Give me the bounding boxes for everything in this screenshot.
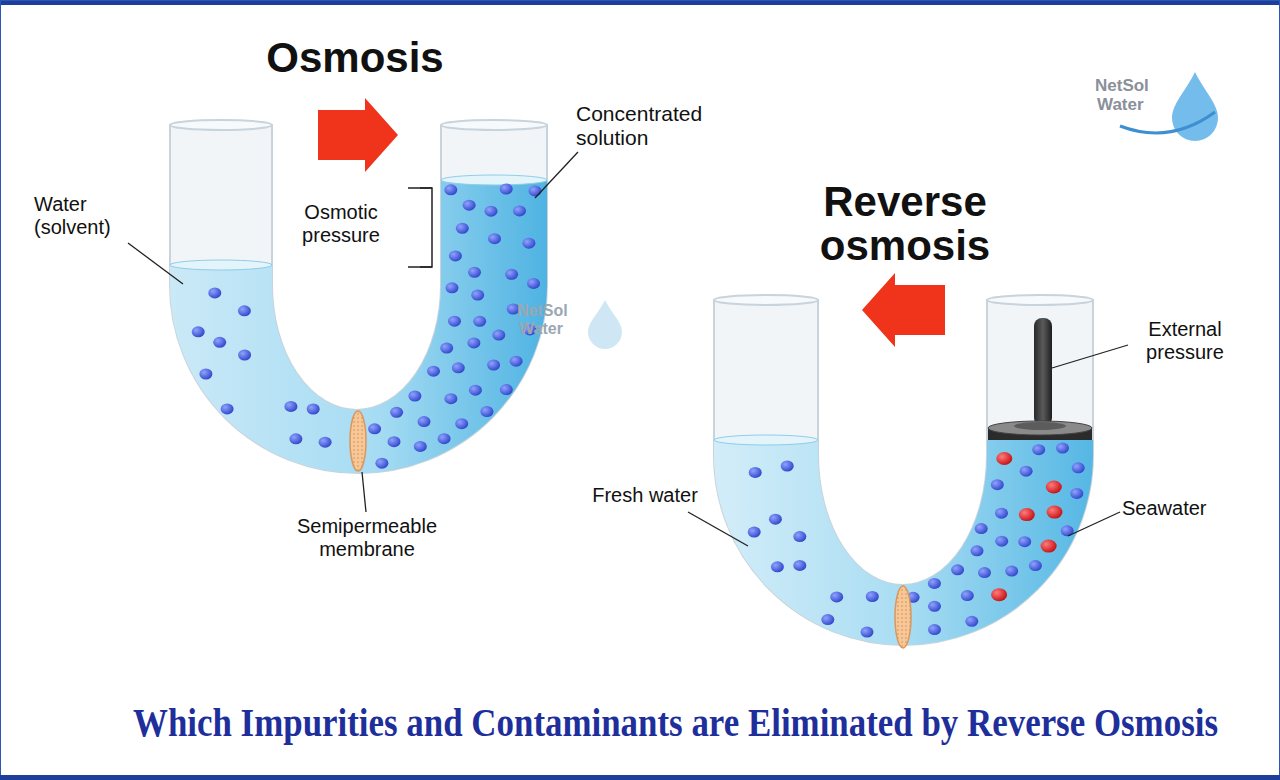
water-particle [961, 590, 974, 601]
water-particle [769, 514, 782, 525]
water-particle [446, 282, 459, 293]
water-particle [469, 385, 482, 396]
water-particle [771, 561, 784, 572]
water-particle [928, 578, 941, 589]
water-particle [388, 436, 401, 447]
water-particle [749, 467, 762, 478]
part-label: External pressure [1110, 318, 1260, 364]
water-particle [480, 406, 493, 417]
water-particle [861, 627, 874, 638]
water-particle [455, 418, 468, 429]
water-particle [793, 531, 806, 542]
part-label: Fresh water [590, 484, 700, 507]
water-particle [965, 616, 978, 627]
water-particle [208, 287, 221, 298]
water-particle [975, 523, 988, 534]
salt-particle [991, 588, 1007, 601]
water-particle [928, 601, 941, 612]
water-particle [440, 343, 453, 354]
water-particle [199, 369, 212, 380]
water-particle [1018, 536, 1031, 547]
water-particle [289, 433, 302, 444]
water-particle [1020, 466, 1033, 477]
water-particle [781, 461, 794, 472]
salt-particle [996, 452, 1012, 465]
water-particle [866, 591, 879, 602]
water-particle [522, 238, 535, 249]
water-particle [995, 508, 1008, 519]
water-particle [529, 185, 542, 196]
salt-particle [1041, 540, 1057, 553]
water-particle [444, 184, 457, 195]
water-particle [488, 233, 501, 244]
water-particle [456, 223, 469, 234]
water-particle [448, 316, 461, 327]
water-particle [487, 360, 500, 371]
part-label: Semipermeable membrane [262, 515, 472, 561]
water-particle [995, 536, 1008, 547]
water-particle [449, 250, 462, 261]
water-particle [500, 384, 513, 395]
water-particle [748, 527, 761, 538]
water-particle [1070, 488, 1083, 499]
water-particle [500, 184, 513, 195]
part-label: Osmotic pressure [278, 201, 404, 247]
water-particle [238, 305, 251, 316]
salt-particle [1019, 508, 1035, 521]
water-particle [473, 316, 486, 327]
water-particle [527, 278, 540, 289]
water-particle [452, 362, 465, 373]
water-particle [238, 350, 251, 361]
water-particle [467, 337, 480, 348]
water-particle [978, 567, 991, 578]
salt-particle [1046, 481, 1062, 494]
section-heading: Osmosis [205, 36, 505, 80]
salt-particle [1047, 506, 1063, 519]
water-particle [928, 624, 941, 635]
water-particle [485, 206, 498, 217]
water-particle [991, 479, 1004, 490]
water-particle [951, 564, 964, 575]
water-particle [1056, 443, 1069, 454]
water-particle [414, 441, 427, 452]
water-particle [307, 404, 320, 415]
water-particle [408, 391, 421, 402]
water-particle [213, 337, 226, 348]
section-heading: Reverse osmosis [770, 180, 1040, 268]
water-particle [463, 200, 476, 211]
water-particle [821, 614, 834, 625]
water-particle [492, 330, 505, 341]
part-label: Seawater [1122, 497, 1242, 520]
part-label: Water (solvent) [34, 193, 164, 239]
water-particle [793, 560, 806, 571]
water-particle [375, 458, 388, 469]
logo-text: Water [1097, 95, 1187, 115]
water-particle [471, 290, 484, 301]
logo-text: NetSol [1095, 76, 1195, 96]
water-particle [1032, 444, 1045, 455]
caption: Which Impurities and Contaminants are El… [133, 700, 1218, 746]
water-particle [319, 437, 332, 448]
water-particle [192, 326, 205, 337]
water-particle [221, 403, 234, 414]
watermark: NetSol [517, 302, 607, 320]
water-particle [510, 356, 523, 367]
water-particle [438, 433, 451, 444]
part-label: Concentrated solution [576, 102, 766, 150]
water-particle [284, 401, 297, 412]
water-particle [418, 416, 431, 427]
water-particle [1029, 560, 1042, 571]
water-particle [444, 393, 457, 404]
water-particle [830, 591, 843, 602]
water-particle [505, 269, 518, 280]
water-particle [1072, 462, 1085, 473]
water-particle [427, 366, 440, 377]
water-particle [390, 407, 403, 418]
water-particle [1005, 566, 1018, 577]
water-particle [468, 267, 481, 278]
water-particle [368, 423, 381, 434]
water-particle [513, 205, 526, 216]
watermark: Water [519, 320, 599, 338]
water-particle [971, 545, 984, 556]
